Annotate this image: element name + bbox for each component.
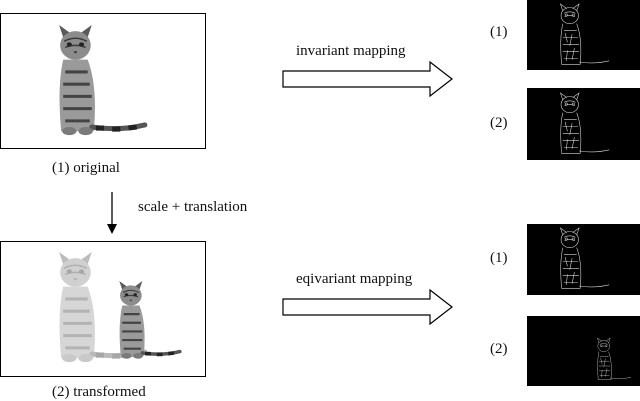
transformed-cat-image [1,242,182,378]
original-image-panel [0,13,206,149]
invariant-output-2-feature-map [527,88,640,160]
invariant-mapping-arrow [282,60,453,98]
transformed-image-panel [0,241,206,377]
invariant-mapping-label: invariant mapping [296,43,406,59]
transformed-caption: (2) transformed [52,384,146,400]
original-cat-image [1,14,207,150]
equivariant-output-2-index: (2) [490,341,508,357]
equivariant-output-1-feature-map [527,224,640,295]
transform-label: scale + translation [138,199,248,215]
equivariant-mapping-arrow [282,288,453,326]
equivariant-output-1-index: (1) [490,250,508,266]
equivariant-mapping-label: eqivariant mapping [296,271,413,287]
invariant-output-2-index: (2) [490,115,508,131]
original-caption: (1) original [52,160,120,176]
invariant-output-1-feature-map [527,0,640,70]
transform-down-arrow [107,192,117,234]
invariant-output-1-index: (1) [490,24,508,40]
equivariant-output-2-feature-map [527,316,640,386]
